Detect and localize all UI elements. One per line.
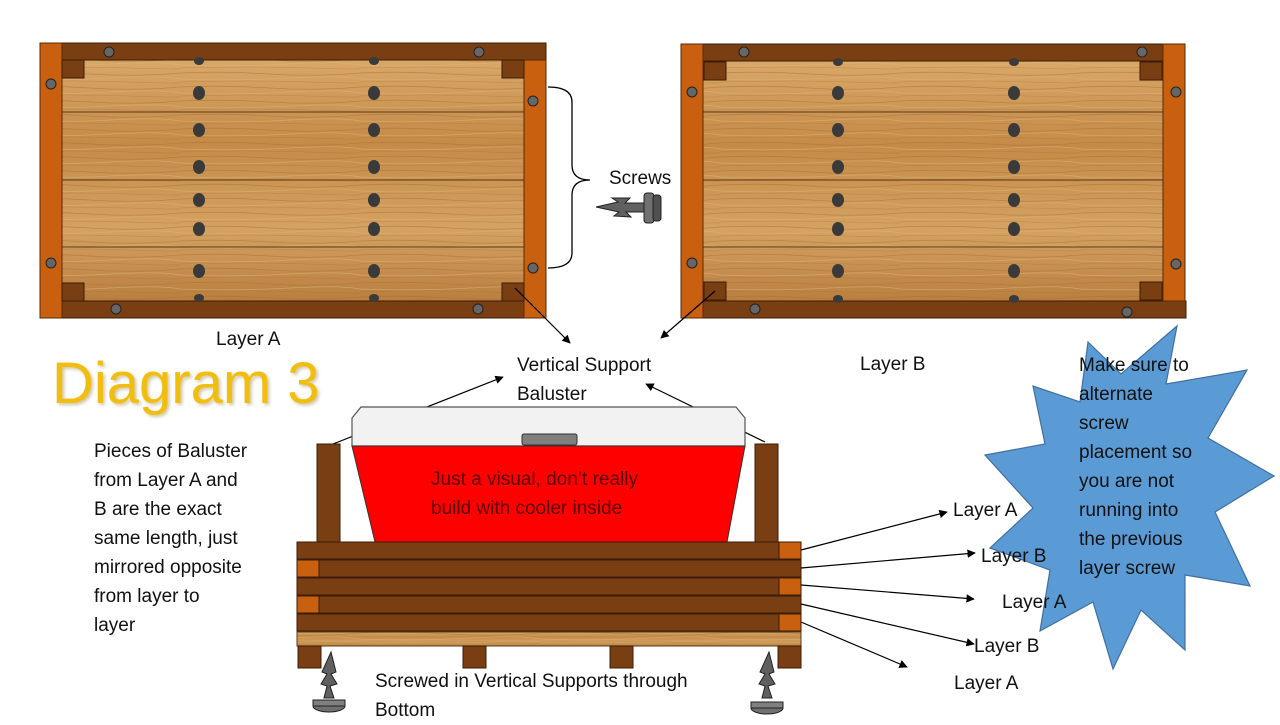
baluster-note: Pieces of Baluster from Layer A and B ar… [94, 441, 248, 636]
screws-brace [547, 86, 591, 269]
layer-b-caption: Layer B [860, 354, 926, 375]
stack-layer-label-4: Layer B [974, 636, 1040, 657]
layer-a-caption: Layer A [216, 329, 281, 350]
vertical-support-label: Vertical Support Baluster [517, 355, 652, 405]
stack-layer-label-3: Layer A [1002, 592, 1067, 613]
vertical-support-right [754, 443, 779, 543]
stack-layer-label-5: Layer A [954, 673, 1019, 694]
screws-label: Screws [609, 168, 672, 189]
layer-arrows [800, 509, 976, 668]
stacked-layers [296, 541, 802, 669]
bottom-screw-note: Screwed in Vertical Supports through Bot… [375, 671, 688, 721]
diagram-title: Diagram 3 [52, 351, 320, 416]
alternate-screw-note: Make sure to alternate screw placement s… [1079, 355, 1193, 579]
bottom-screw-icon-left [312, 650, 346, 713]
cooler-note: Just a visual, don’t really build with c… [431, 469, 638, 519]
bottom-screw-icon-right [750, 650, 784, 715]
alternate-note-starburst [983, 324, 1276, 671]
stack-layer-label-1: Layer A [953, 500, 1018, 521]
vertical-support-left [316, 443, 341, 543]
cooler-visual [351, 406, 746, 543]
screw-icon [595, 192, 662, 224]
layer-b-frame [680, 43, 1187, 319]
stack-layer-label-2: Layer B [981, 546, 1047, 567]
layer-a-frame [39, 42, 547, 319]
